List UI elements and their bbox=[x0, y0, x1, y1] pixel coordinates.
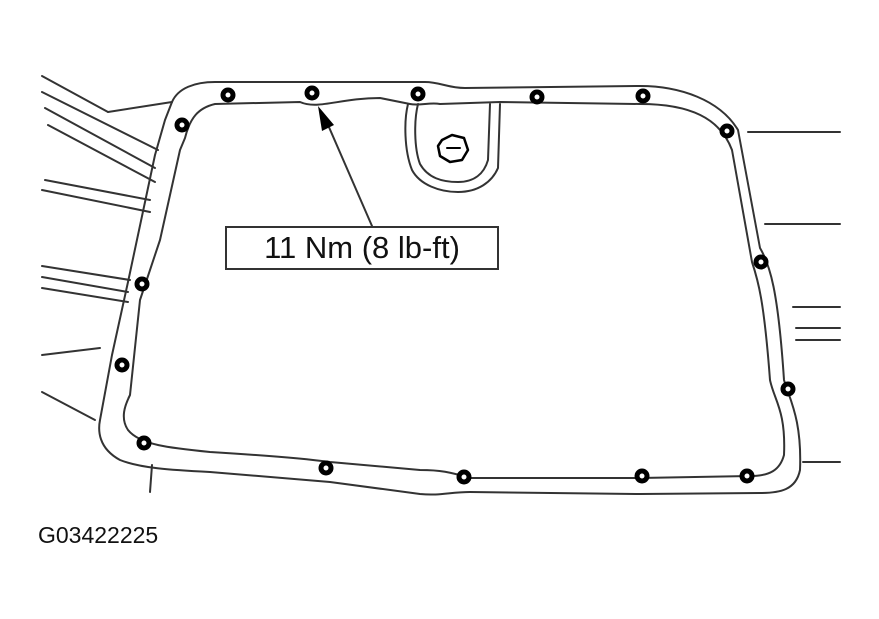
bolt bbox=[220, 87, 236, 103]
drain-plug bbox=[436, 133, 470, 164]
drain-boss-inner bbox=[414, 103, 491, 183]
bolt bbox=[634, 468, 650, 484]
arrow-head-icon bbox=[318, 106, 334, 131]
oil-pan-bolts bbox=[114, 85, 796, 485]
bolt bbox=[304, 85, 320, 101]
bolt bbox=[753, 254, 769, 270]
bolt bbox=[739, 468, 755, 484]
engine-block-lines-left bbox=[41, 75, 173, 493]
oil-pan-flange-outer bbox=[98, 81, 802, 496]
bolt bbox=[114, 357, 130, 373]
oil-pan-flange-inner bbox=[122, 97, 786, 479]
torque-callout-label: 11 Nm (8 lb-ft) bbox=[264, 230, 460, 265]
bolt bbox=[635, 88, 651, 104]
drain-boss-outer bbox=[404, 103, 501, 193]
bolt bbox=[719, 123, 735, 139]
leader-line bbox=[324, 117, 373, 227]
bolt bbox=[410, 86, 426, 102]
bolt bbox=[174, 117, 190, 133]
bolt bbox=[134, 276, 150, 292]
engine-block-lines-right bbox=[747, 131, 841, 463]
torque-callout: 11 Nm (8 lb-ft) bbox=[225, 226, 499, 270]
bolt bbox=[456, 469, 472, 485]
bolt bbox=[136, 435, 152, 451]
bolt bbox=[780, 381, 796, 397]
bolt bbox=[318, 460, 334, 476]
figure-id: G03422225 bbox=[38, 522, 159, 548]
bolt bbox=[529, 89, 545, 105]
